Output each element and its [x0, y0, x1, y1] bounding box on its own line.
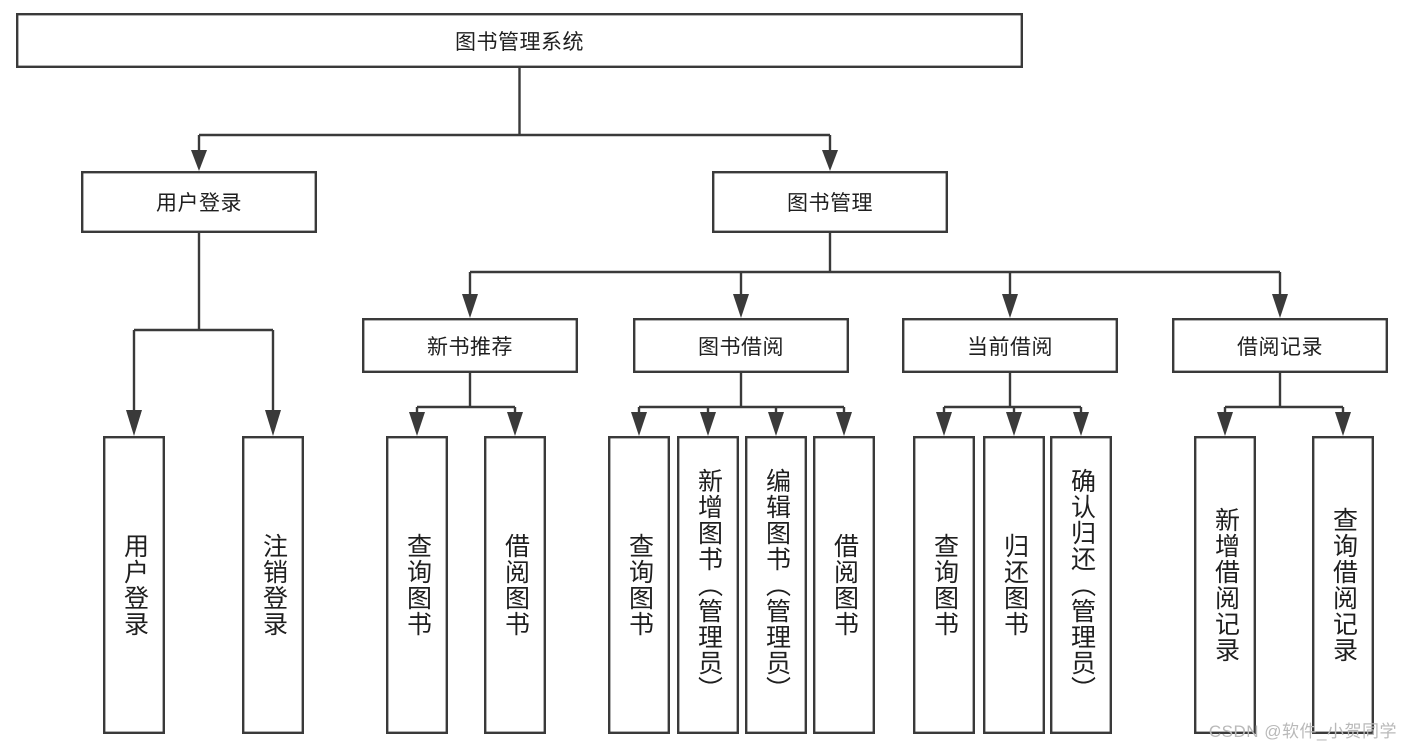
node-box-root[interactable]	[16, 12, 1023, 68]
node-box-leaf-logout-login[interactable]	[241, 436, 304, 735]
connector-currentborrow-to-leaves	[936, 372, 1089, 436]
node-box-leaf-query-borrow-record[interactable]	[1311, 436, 1374, 735]
node-box-book-borrow[interactable]	[633, 318, 850, 374]
csdn-watermark: CSDN @软件_小贺同学	[1208, 722, 1397, 741]
node-box-leaf-query-book-cur[interactable]	[913, 436, 976, 735]
node-box-leaf-return-book[interactable]	[983, 436, 1046, 735]
node-box-leaf-confirm-return-admin[interactable]	[1049, 436, 1112, 735]
arrow-head-icon	[507, 412, 523, 436]
arrow-head-icon	[462, 294, 478, 318]
arrow-head-icon	[1272, 294, 1288, 318]
arrow-head-icon	[822, 150, 838, 171]
arrow-head-icon	[1335, 412, 1351, 436]
node-box-leaf-add-borrow-record[interactable]	[1193, 436, 1256, 735]
node-box-leaf-query-book-rec[interactable]	[386, 436, 449, 735]
arrow-head-icon	[836, 412, 852, 436]
node-box-leaf-edit-book-admin[interactable]	[745, 436, 808, 735]
arrow-head-icon	[191, 150, 207, 171]
arrow-head-icon	[265, 410, 281, 436]
arrow-head-icon	[1002, 294, 1018, 318]
arrow-head-icon	[936, 412, 952, 436]
connector-root-to-level2	[191, 67, 838, 171]
node-box-user-login[interactable]	[80, 170, 318, 233]
node-box-leaf-add-book-admin[interactable]	[677, 436, 740, 735]
node-boxes	[16, 12, 1388, 735]
arrow-head-icon	[700, 412, 716, 436]
node-box-new-book-recommend[interactable]	[362, 318, 579, 374]
connector-newbook-to-leaves	[409, 372, 523, 436]
arrow-head-icon	[768, 412, 784, 436]
node-box-leaf-borrow-book-rec[interactable]	[484, 436, 547, 735]
arrow-head-icon	[409, 412, 425, 436]
node-box-leaf-borrow-book-bor[interactable]	[813, 436, 876, 735]
connector-bookborrow-to-leaves	[631, 372, 852, 436]
node-box-leaf-user-login[interactable]	[102, 436, 165, 735]
arrow-head-icon	[733, 294, 749, 318]
connector-bookmgmt-to-level3	[462, 232, 1288, 318]
node-box-current-borrow[interactable]	[902, 318, 1119, 374]
arrow-head-icon	[1073, 412, 1089, 436]
arrow-head-icon	[631, 412, 647, 436]
arrow-head-icon	[126, 410, 142, 436]
node-box-leaf-query-book-bor[interactable]	[608, 436, 671, 735]
connector-userlogin-to-leaves	[126, 232, 281, 436]
node-box-borrow-record[interactable]	[1171, 318, 1388, 374]
node-box-book-management[interactable]	[712, 170, 949, 233]
arrow-head-icon	[1006, 412, 1022, 436]
connector-borrowrecord-to-leaves	[1217, 372, 1351, 436]
arrow-head-icon	[1217, 412, 1233, 436]
